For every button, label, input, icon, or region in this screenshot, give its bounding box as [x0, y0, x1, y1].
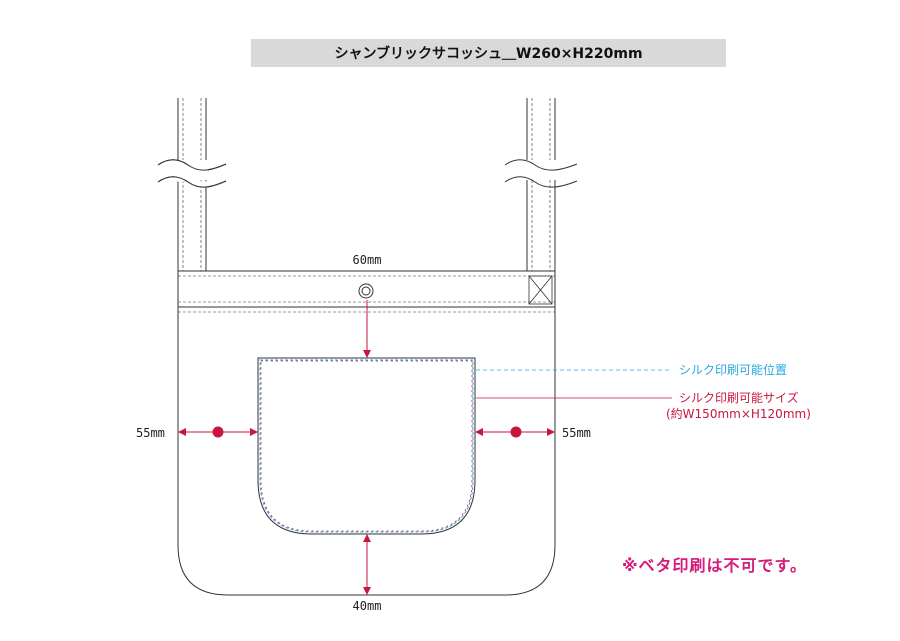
print-area-position-dash: [259, 359, 474, 533]
right-dimension-arrow: [475, 426, 555, 438]
left-strap-break: [157, 159, 227, 188]
page-title: シャンブリックサコッシュ＿W260×H220mm: [334, 46, 643, 62]
print-size-detail-label: (約W150mm×H120mm): [666, 406, 811, 421]
grommet-icon: [358, 283, 374, 299]
bottom-dimension-arrow: [363, 534, 371, 595]
left-strap: [177, 98, 207, 271]
print-size-label: シルク印刷可能サイズ: [679, 390, 799, 405]
left-dimension-arrow: [178, 426, 258, 438]
print-area-size-dash: [260, 360, 473, 532]
bag-body: [177, 270, 556, 596]
title-bar: シャンブリックサコッシュ＿W260×H220mm: [251, 39, 726, 67]
bottom-dimension-label: 40mm: [353, 599, 382, 613]
right-strap-break: [504, 159, 578, 188]
top-dimension-label: 60mm: [353, 253, 382, 267]
print-area: [257, 357, 476, 535]
right-dimension-label: 55mm: [562, 426, 591, 440]
no-solid-print-note: ※ベタ印刷は不可です。: [622, 556, 807, 575]
right-strap: [526, 98, 556, 271]
cross-stitch-box: [528, 275, 553, 305]
left-dimension-label: 55mm: [136, 426, 165, 440]
top-dimension-arrow: [363, 300, 371, 358]
print-position-label: シルク印刷可能位置: [679, 362, 787, 377]
